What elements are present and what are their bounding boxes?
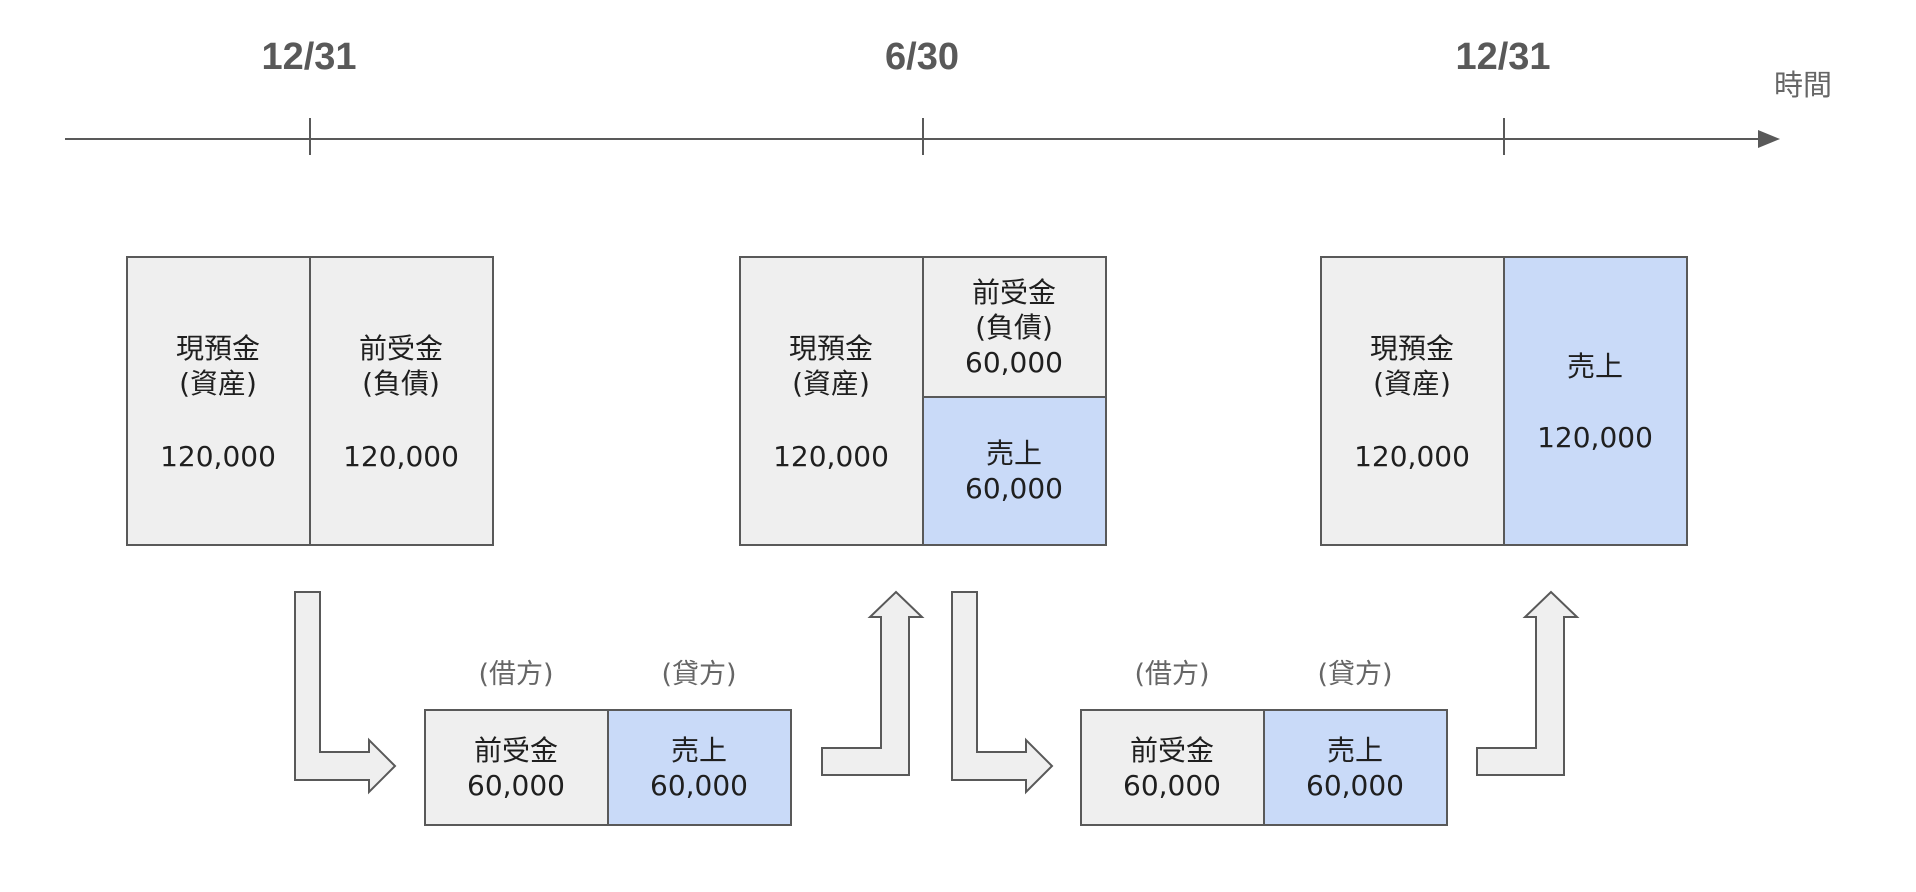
journal-entry-1: (借方) (貸方) 前受金 60,000 売上 60,000	[424, 659, 792, 826]
account-name: 売上	[1567, 350, 1623, 383]
account-name: 売上	[1327, 734, 1383, 767]
account-name: 前受金	[1130, 734, 1214, 767]
liability-cell	[309, 256, 494, 546]
down-right-arrow	[294, 591, 397, 795]
balance-snapshot-2: 現預金 (資産) 120,000 前受金 (負債) 60,000 売上 60,0…	[739, 256, 1107, 546]
amount: 60,000	[965, 346, 1063, 379]
amount: 120,000	[343, 440, 459, 473]
credit-cell	[1263, 709, 1448, 826]
journal-entry-2: (借方) (貸方) 前受金 60,000 売上 60,000	[1080, 659, 1448, 826]
debit-label: (借方)	[1134, 659, 1209, 690]
credit-cell	[607, 709, 792, 826]
liability-cell	[922, 256, 1107, 398]
asset-cell	[1320, 256, 1505, 546]
account-type: (負債)	[975, 311, 1053, 344]
debit-cell	[424, 709, 609, 826]
amount: 60,000	[467, 769, 565, 802]
date-label: 12/31	[1455, 36, 1550, 78]
amount: 120,000	[773, 440, 889, 473]
amount: 60,000	[1123, 769, 1221, 802]
debit-label: (借方)	[478, 659, 553, 690]
account-name: 現預金	[789, 332, 873, 365]
account-name: 前受金	[474, 734, 558, 767]
right-up-arrow	[1476, 590, 1580, 776]
right-up-arrow	[821, 590, 925, 776]
credit-label: (貸方)	[661, 659, 736, 690]
account-type: (資産)	[792, 367, 870, 400]
amount: 120,000	[1537, 421, 1653, 454]
amount: 120,000	[160, 440, 276, 473]
date-label: 6/30	[885, 36, 959, 78]
account-name: 現預金	[1370, 332, 1454, 365]
revenue-cell	[922, 396, 1107, 546]
asset-cell	[739, 256, 924, 546]
account-name: 売上	[671, 734, 727, 767]
account-type: (資産)	[1373, 367, 1451, 400]
timeline: 12/31 6/30 12/31 時間	[65, 36, 1832, 155]
amount: 60,000	[650, 769, 748, 802]
amount: 60,000	[1306, 769, 1404, 802]
balance-snapshot-3: 現預金 (資産) 120,000 売上 120,000	[1320, 256, 1688, 546]
amount: 60,000	[965, 472, 1063, 505]
date-label: 12/31	[261, 36, 356, 78]
debit-cell	[1080, 709, 1265, 826]
credit-label: (貸方)	[1317, 659, 1392, 690]
account-name: 現預金	[176, 332, 260, 365]
asset-cell	[126, 256, 311, 546]
balance-snapshot-1: 現預金 (資産) 120,000 前受金 (負債) 120,000	[126, 256, 494, 546]
down-right-arrow	[951, 591, 1054, 795]
revenue-cell	[1503, 256, 1688, 546]
account-name: 売上	[986, 437, 1042, 470]
timeline-arrowhead	[1758, 130, 1780, 148]
account-type: (負債)	[362, 367, 440, 400]
amount: 120,000	[1354, 440, 1470, 473]
account-type: (資産)	[179, 367, 257, 400]
account-name: 前受金	[359, 332, 443, 365]
flow-arrows	[294, 590, 1580, 795]
account-name: 前受金	[972, 276, 1056, 309]
time-axis-label: 時間	[1774, 68, 1832, 102]
